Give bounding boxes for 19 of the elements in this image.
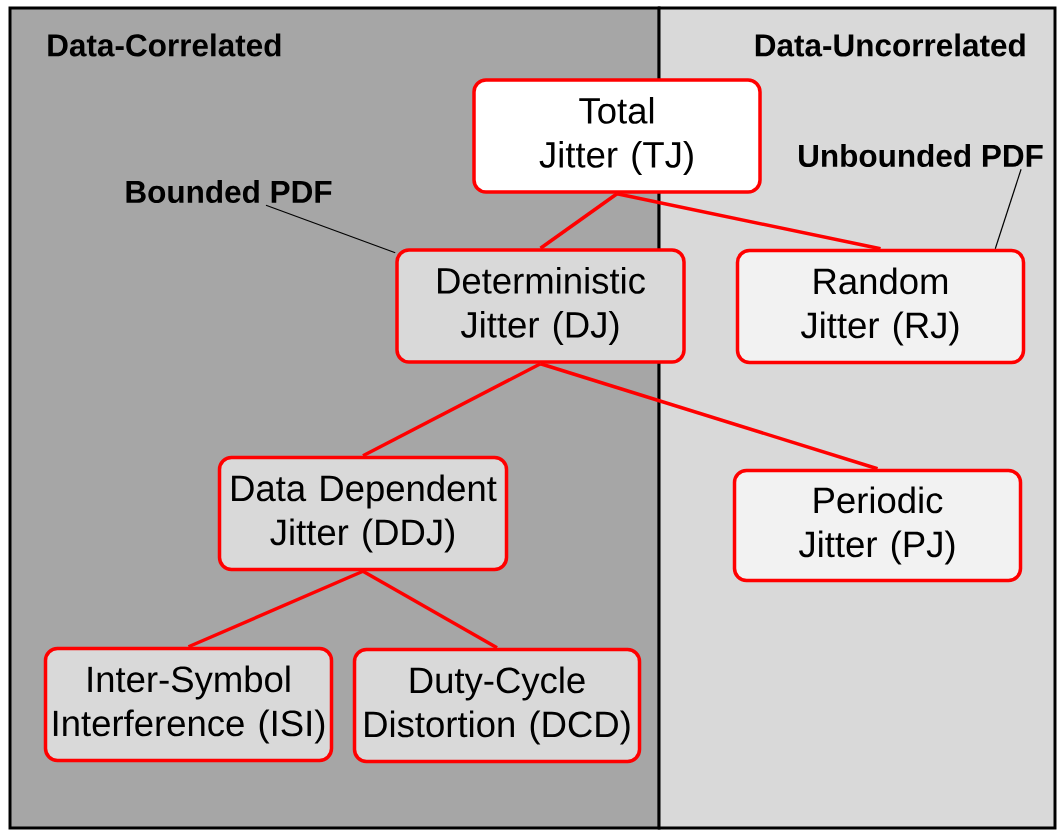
leader-line [265,204,396,254]
connector-line [362,569,498,650]
jitter-box: Deterministic Jitter (DJ) [395,248,686,364]
connector-line [616,192,881,251]
jitter-box: Inter-Symbol Interference (ISI) [43,646,334,763]
annotation: Bounded PDF [126,179,332,204]
jitter-box: Total Jitter (TJ) [472,78,762,194]
panel-heading: Data-Correlated [48,33,281,57]
jitter-box: Periodic Jitter (PJ) [732,468,1023,583]
jitter-box: Duty-Cycle Distortion (DCD) [352,647,642,764]
connector-line [540,362,879,471]
jitter-box: Random Jitter (RJ) [735,248,1026,365]
connector-line [187,569,364,649]
annotation: Unbounded PDF [799,143,1043,168]
connector-line [362,362,542,458]
panel-heading: Data-Uncorrelated [755,33,1025,57]
leader-line [994,168,1022,250]
jitter-box: Data Dependent Jitter (DDJ) [217,455,509,572]
connector-line [539,192,619,250]
